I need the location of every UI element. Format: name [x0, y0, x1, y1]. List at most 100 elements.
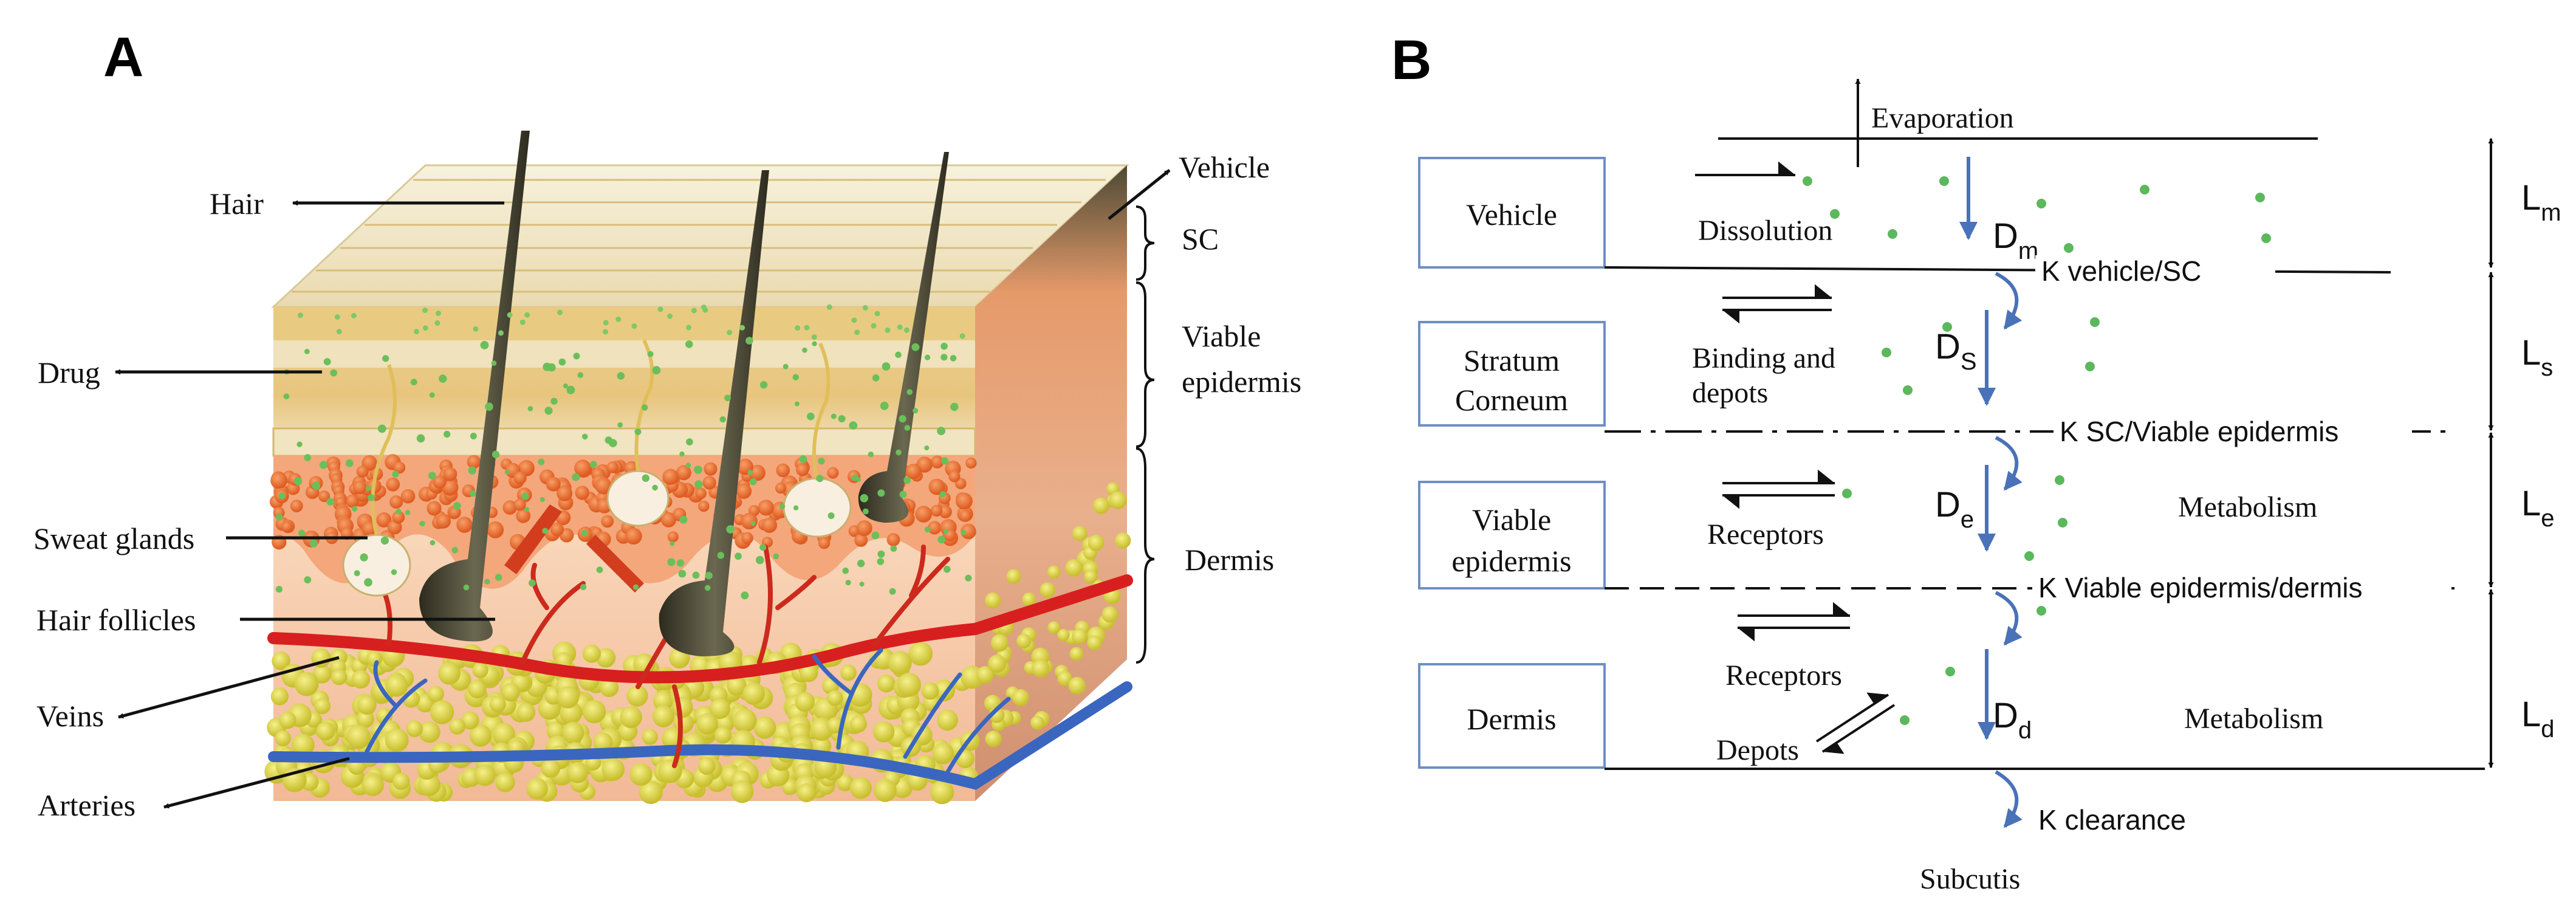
epidermis-cell [928, 478, 945, 495]
fat-cell [930, 780, 954, 805]
partition-ve-d-label: K Viable epidermis/dermis [2038, 572, 2363, 603]
drug-dot [498, 330, 504, 336]
epidermis-cell [574, 459, 591, 477]
epidermis-cell [928, 521, 942, 535]
drug-dot [647, 351, 654, 357]
drug-dot [2090, 317, 2100, 327]
metabolism-d-label: Metabolism [2184, 703, 2323, 735]
drug-dot [679, 515, 688, 524]
drug-dot [802, 347, 807, 353]
epidermis-cell [930, 504, 943, 517]
drug-dot [416, 434, 425, 443]
drug-dot [652, 366, 661, 375]
drug-dot [759, 544, 767, 551]
drug-dot [468, 466, 476, 475]
drug-dot [961, 529, 966, 535]
drug-dot [484, 579, 490, 585]
epidermis-cell [948, 470, 961, 483]
epidermis-cell [516, 508, 531, 523]
drug-dot [759, 381, 768, 389]
epidermis-cell [775, 483, 787, 494]
fat-cell [356, 710, 375, 728]
fat-cell [1012, 689, 1029, 706]
epidermis-cell [698, 500, 710, 512]
drug-dot [670, 541, 675, 546]
epidermis-cell [393, 461, 406, 474]
drug-dot [453, 502, 461, 510]
skin-block-illustration [264, 131, 1133, 805]
epidermis-cell [741, 512, 758, 530]
fat-cell [376, 707, 392, 724]
drug-dot [1882, 348, 1891, 357]
epidermis-cell [386, 477, 400, 492]
lipid-band-upper [273, 340, 975, 368]
fat-cell [897, 673, 922, 697]
epidermis-cell [290, 500, 303, 512]
drug-dot [890, 545, 897, 552]
drug-dot [940, 354, 948, 361]
drug-dot [312, 481, 321, 490]
panel-a: A [33, 26, 1301, 822]
drug-dot [816, 475, 824, 483]
drug-dot [694, 466, 702, 474]
arrector-muscles [504, 504, 644, 593]
drug-dot [444, 430, 451, 438]
fat-cell [888, 651, 912, 675]
fat-cell [836, 774, 854, 791]
drug-dot [580, 583, 587, 591]
receptors-d-label: Receptors [1725, 659, 1842, 692]
partition-vehicle-sc-bg [2035, 255, 2275, 289]
fat-cell [1068, 676, 1086, 695]
drug-dot [685, 462, 691, 468]
sc-box-line2: Corneum [1455, 383, 1568, 417]
arteries-label: Arteries [38, 788, 135, 822]
fat-cell [582, 700, 606, 724]
epidermis-cell [905, 464, 922, 480]
partition-arrow-ve-d [1995, 591, 2023, 646]
drug-dot [605, 436, 612, 444]
drug-dot [392, 470, 399, 478]
capillaries-blue [362, 648, 1011, 774]
fat-cell [742, 682, 766, 705]
drug-dot [617, 422, 623, 428]
diffusion-d-s: D [1935, 327, 1961, 366]
drug-dot [705, 585, 711, 591]
fat-cell [671, 696, 693, 718]
drug-dot [566, 385, 575, 394]
epidermis-cell [931, 455, 944, 469]
sc-box-line1: Stratum [1464, 343, 1560, 377]
fat-cell [639, 780, 663, 804]
drug-dot [1888, 229, 1897, 239]
drug-dot [804, 325, 810, 331]
hairs [419, 131, 949, 656]
fat-cell [727, 676, 747, 696]
drug-dot [745, 337, 753, 345]
drug-dot [868, 452, 874, 458]
fat-cell [908, 641, 933, 666]
fat-cell [731, 780, 754, 803]
epidermis-cell [965, 457, 977, 469]
drug-dot [334, 314, 340, 320]
drug-dot [405, 510, 411, 515]
fat-cell [1109, 491, 1127, 509]
fat-cell [1069, 647, 1084, 661]
drug-dot [679, 451, 685, 457]
fat-cell [1092, 497, 1109, 514]
dermis-bracket [1136, 447, 1155, 664]
hair-label: Hair [210, 187, 264, 221]
fat-cell [800, 663, 818, 682]
epidermis-cell [487, 521, 504, 538]
epidermis-cell [886, 533, 900, 546]
fat-cell [294, 672, 319, 696]
drug-label: Drug [38, 356, 100, 390]
fat-cell [419, 721, 440, 743]
fat-cell [526, 778, 548, 800]
drug-dot [827, 512, 835, 520]
drug-dot [377, 424, 386, 433]
arteries-leader [163, 757, 350, 809]
drug-dot [572, 473, 580, 481]
thickness-sub-m: m [2541, 199, 2561, 226]
vehicle-box: Vehicle [1418, 157, 1606, 269]
fat-cell [877, 674, 896, 693]
drug-dot [451, 547, 459, 554]
